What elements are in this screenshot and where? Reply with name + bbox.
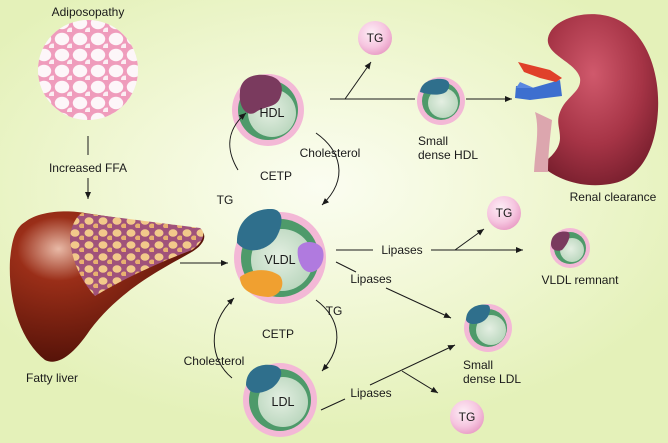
cholesterol-bottom-label: Cholesterol — [184, 354, 245, 368]
increased-ffa-label: Increased FFA — [49, 161, 127, 175]
cholesterol-to-vldl-bottom-arrow — [213, 297, 235, 379]
kidney-image — [515, 14, 659, 186]
tg-cycle-bottom-label: TG — [326, 304, 343, 318]
vldl-tg-release-arrow — [454, 228, 485, 251]
small-dense-hdl-label-2: dense HDL — [418, 148, 478, 162]
lipases-right-label: Lipases — [381, 243, 422, 257]
ldl-label: LDL — [272, 395, 295, 409]
cholesterol-top-label: Cholesterol — [300, 146, 361, 160]
small-dense-ldl-label-2: dense LDL — [463, 372, 521, 386]
vldl-particle — [234, 208, 326, 304]
vldl-remnant-label: VLDL remnant — [542, 273, 620, 287]
tg-to-hdl-arrow — [229, 112, 247, 171]
ldl-lipases-line-left — [320, 398, 346, 411]
ldl-tg-release-arrow — [401, 370, 439, 394]
tg-droplet-mid — [487, 196, 521, 230]
ldl-to-small-ldl-arrow — [369, 344, 456, 386]
lipases-diag-label: Lipases — [350, 272, 391, 286]
small-dense-hdl-label-1: Small — [418, 134, 448, 148]
hdl-tg-release-arrow — [344, 61, 372, 100]
tg-mid-label: TG — [496, 206, 513, 220]
small-dense-ldl-label-1: Small — [463, 358, 493, 372]
vldl-label: VLDL — [264, 253, 295, 267]
small-dense-ldl-particle — [464, 304, 512, 352]
hdl-particle — [232, 74, 304, 146]
fatty-liver-label: Fatty liver — [26, 371, 78, 385]
adiposopathy-label: Adiposopathy — [52, 5, 125, 19]
cetp-top-label: CETP — [260, 169, 292, 183]
vldl-to-small-ldl-arrow — [385, 287, 452, 319]
fatty-liver-image — [9, 211, 205, 362]
lipases-bottom-label: Lipases — [350, 386, 391, 400]
tg-bottom-label: TG — [459, 410, 476, 424]
tg-to-ldl-arrow — [315, 299, 338, 372]
ldl-particle — [243, 363, 317, 437]
hdl-label: HDL — [259, 106, 284, 120]
cholesterol-to-vldl-arrow — [315, 132, 340, 206]
vldl-remnant-particle — [550, 228, 590, 268]
vldl-lipases-diag-line-upper — [335, 261, 357, 273]
renal-clearance-label: Renal clearance — [570, 190, 657, 204]
adipose-tissue-image — [38, 20, 138, 120]
tg-droplet-top — [358, 21, 392, 55]
tg-top-label: TG — [367, 31, 384, 45]
tg-cycle-top-label: TG — [217, 193, 234, 207]
tg-droplet-bottom — [450, 400, 484, 434]
small-dense-hdl-particle — [417, 77, 465, 125]
cetp-bottom-label: CETP — [262, 327, 294, 341]
